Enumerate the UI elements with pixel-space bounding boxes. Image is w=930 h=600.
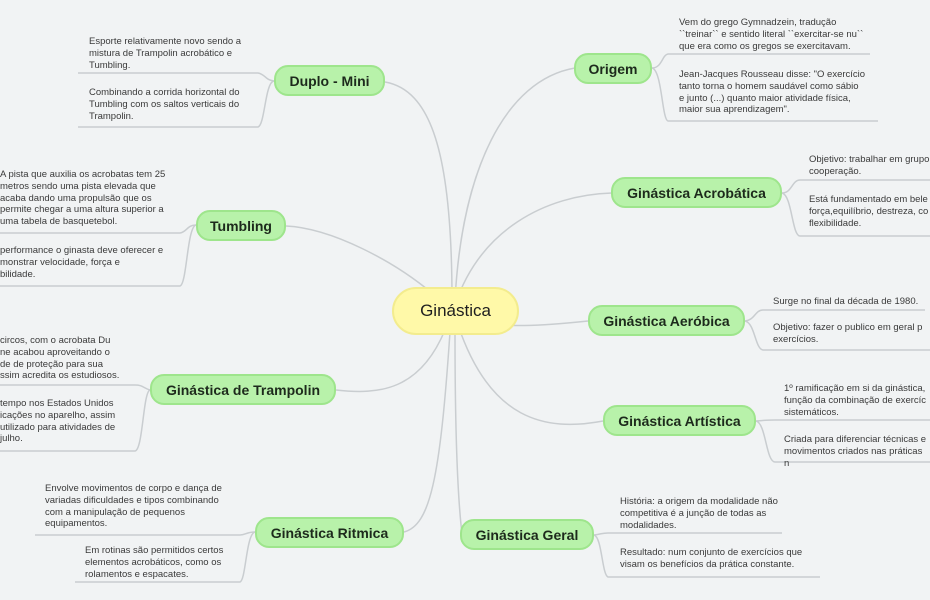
topic-ginastica-aerobica[interactable]: Ginástica Aeróbica bbox=[588, 305, 745, 336]
note-tumbling-1: A pista que auxilia os acrobatas tem 25 … bbox=[0, 169, 166, 228]
note-geral-1: História: a origem da modalidade não com… bbox=[620, 496, 778, 531]
topic-ginastica-artistica[interactable]: Ginástica Artística bbox=[603, 405, 756, 436]
note-aerobica-2: Objetivo: fazer o publico em geral p exe… bbox=[773, 322, 923, 345]
note-trampolin-2: tempo nos Estados Unidos icações no apar… bbox=[0, 398, 116, 445]
topic-duplo-mini[interactable]: Duplo - Mini bbox=[274, 65, 385, 96]
note-trampolin-1: circos, com o acrobata Du ne acabou apro… bbox=[0, 335, 120, 382]
note-ritmica-1: Envolve movimentos de corpo e dança de v… bbox=[45, 483, 222, 530]
note-aerobica-1: Surge no final da década de 1980. bbox=[773, 296, 919, 307]
topic-tumbling[interactable]: Tumbling bbox=[196, 210, 286, 241]
note-acrobatica-1: Objetivo: trabalhar em grupo cooperação. bbox=[809, 154, 930, 177]
topic-ginastica-acrobatica[interactable]: Ginástica Acrobática bbox=[611, 177, 782, 208]
topic-ginastica-de-trampolin[interactable]: Ginástica de Trampolin bbox=[150, 374, 336, 405]
topic-ginastica-geral[interactable]: Ginástica Geral bbox=[460, 519, 594, 550]
note-tumbling-2: performance o ginasta deve oferecer e mo… bbox=[0, 245, 164, 280]
note-origem-2: Jean-Jacques Rousseau disse: "O exercíci… bbox=[679, 69, 866, 116]
note-acrobatica-2: Está fundamentado em bele força,equilíbr… bbox=[809, 194, 929, 229]
note-geral-2: Resultado: num conjunto de exercícios qu… bbox=[620, 547, 803, 570]
topic-ginastica-ritmica[interactable]: Ginástica Ritmica bbox=[255, 517, 404, 548]
central-topic[interactable]: Ginástica bbox=[392, 287, 519, 335]
note-duplo-2: Combinando a corrida horizontal do Tumbl… bbox=[89, 87, 240, 122]
note-origem-1: Vem do grego Gymnadzein, tradução ``trei… bbox=[679, 17, 864, 52]
note-ritmica-2: Em rotinas são permitidos certos element… bbox=[85, 545, 224, 580]
note-artistica-1: 1º ramificação em si da ginástica, funçã… bbox=[784, 383, 927, 418]
note-duplo-1: Esporte relativamente novo sendo a mistu… bbox=[89, 36, 242, 71]
topic-origem[interactable]: Origem bbox=[574, 53, 652, 84]
note-artistica-2: Criada para diferenciar técnicas e movim… bbox=[784, 434, 927, 469]
